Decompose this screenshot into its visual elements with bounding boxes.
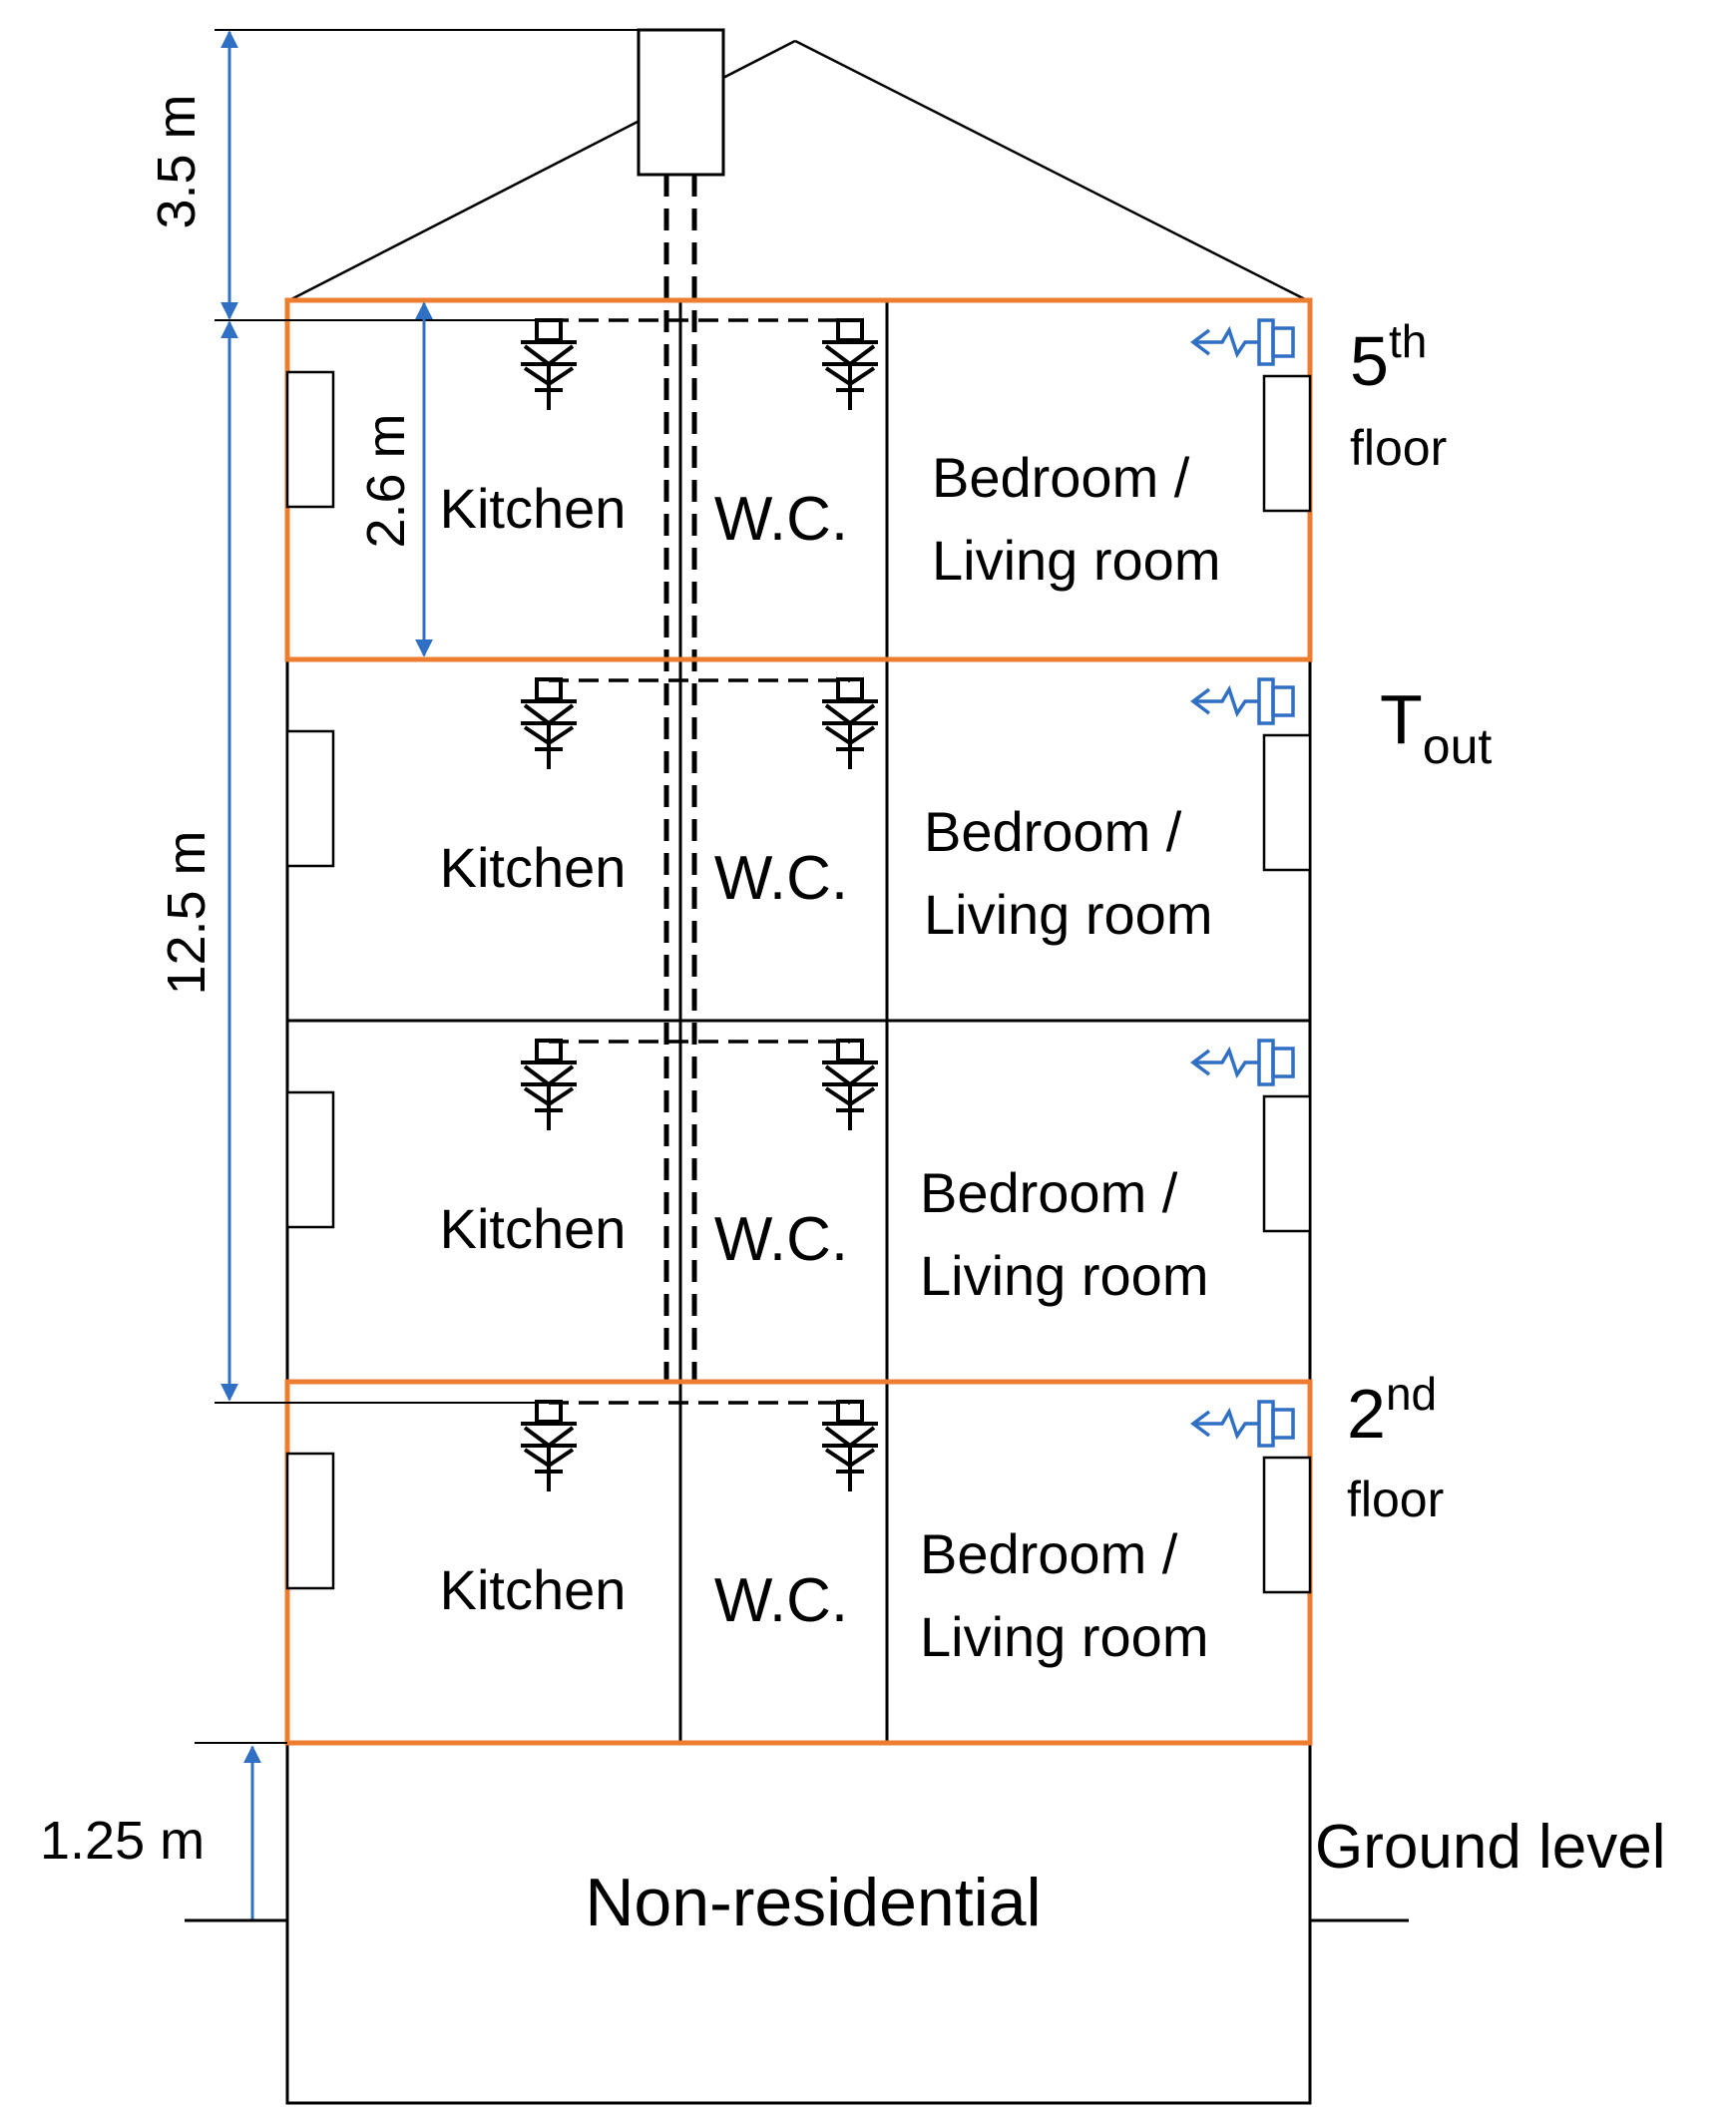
room-label-wc: W.C. bbox=[714, 844, 848, 913]
room-label-wc: W.C. bbox=[714, 485, 848, 554]
exhaust-vent-icon bbox=[822, 318, 878, 410]
fifth-floor-word: floor bbox=[1350, 420, 1447, 476]
exhaust-vent-icon bbox=[822, 677, 878, 769]
outdoor-temperature-label: Tout bbox=[1380, 680, 1492, 774]
radiator-icon bbox=[1262, 374, 1312, 513]
room-label-wc: W.C. bbox=[714, 1205, 848, 1274]
room-label-bedroom: Bedroom / bbox=[924, 800, 1182, 863]
radiator-icon bbox=[1262, 733, 1312, 872]
room-label-bedroom: Bedroom / bbox=[920, 1522, 1178, 1585]
room-label-kitchen: Kitchen bbox=[440, 477, 627, 540]
exhaust-vents bbox=[521, 318, 878, 1491]
radiators bbox=[285, 370, 1312, 1594]
fifth-floor-number: 5th bbox=[1350, 315, 1427, 400]
exhaust-vent-icon bbox=[822, 1039, 878, 1130]
radiator-icon bbox=[285, 1452, 335, 1590]
residential-height-label: 12.5 m bbox=[157, 830, 217, 995]
radiator-icon bbox=[285, 729, 335, 868]
room-label-living-room: Living room bbox=[920, 1605, 1208, 1668]
floor-height-label: 2.6 m bbox=[356, 413, 416, 548]
air-inlet-icon bbox=[1190, 677, 1295, 725]
air-inlet-icon bbox=[1190, 1039, 1295, 1086]
room-label-living-room: Living room bbox=[920, 1244, 1208, 1307]
radiator-icon bbox=[1262, 1456, 1312, 1594]
room-label-bedroom: Bedroom / bbox=[920, 1161, 1178, 1224]
dimension-arrows bbox=[220, 30, 433, 1920]
exhaust-vent-icon bbox=[521, 1039, 577, 1130]
roof-height-label: 3.5 m bbox=[147, 94, 207, 228]
ground-offset-label: 1.25 m bbox=[40, 1811, 205, 1871]
duct-branches bbox=[549, 318, 850, 1405]
exhaust-vent-icon bbox=[521, 1400, 577, 1491]
second-floor-word: floor bbox=[1347, 1472, 1444, 1527]
room-label-wc: W.C. bbox=[714, 1566, 848, 1635]
room-label-kitchen: Kitchen bbox=[440, 836, 627, 899]
room-label-living-room: Living room bbox=[932, 529, 1220, 592]
room-label-living-room: Living room bbox=[924, 883, 1212, 946]
roof bbox=[288, 39, 1308, 302]
air-inlet-icon bbox=[1190, 318, 1295, 366]
exhaust-vent-icon bbox=[822, 1400, 878, 1491]
second-floor-number: 2nd bbox=[1347, 1368, 1437, 1453]
dimension-extension-lines bbox=[195, 29, 639, 1744]
room-label-kitchen: Kitchen bbox=[440, 1197, 627, 1260]
radiator-icon bbox=[1262, 1094, 1312, 1233]
roof-fan-icon bbox=[637, 28, 725, 177]
ground-level-label: Ground level bbox=[1315, 1813, 1666, 1882]
exhaust-vent-icon bbox=[521, 677, 577, 769]
room-label-kitchen: Kitchen bbox=[440, 1558, 627, 1621]
room-label-bedroom: Bedroom / bbox=[932, 446, 1190, 509]
non-residential-label: Non-residential bbox=[585, 1865, 1041, 1940]
radiator-icon bbox=[285, 1090, 335, 1229]
air-inlets bbox=[1190, 318, 1295, 1448]
exhaust-vent-icon bbox=[521, 318, 577, 410]
air-inlet-icon bbox=[1190, 1400, 1295, 1448]
radiator-icon bbox=[285, 370, 335, 509]
